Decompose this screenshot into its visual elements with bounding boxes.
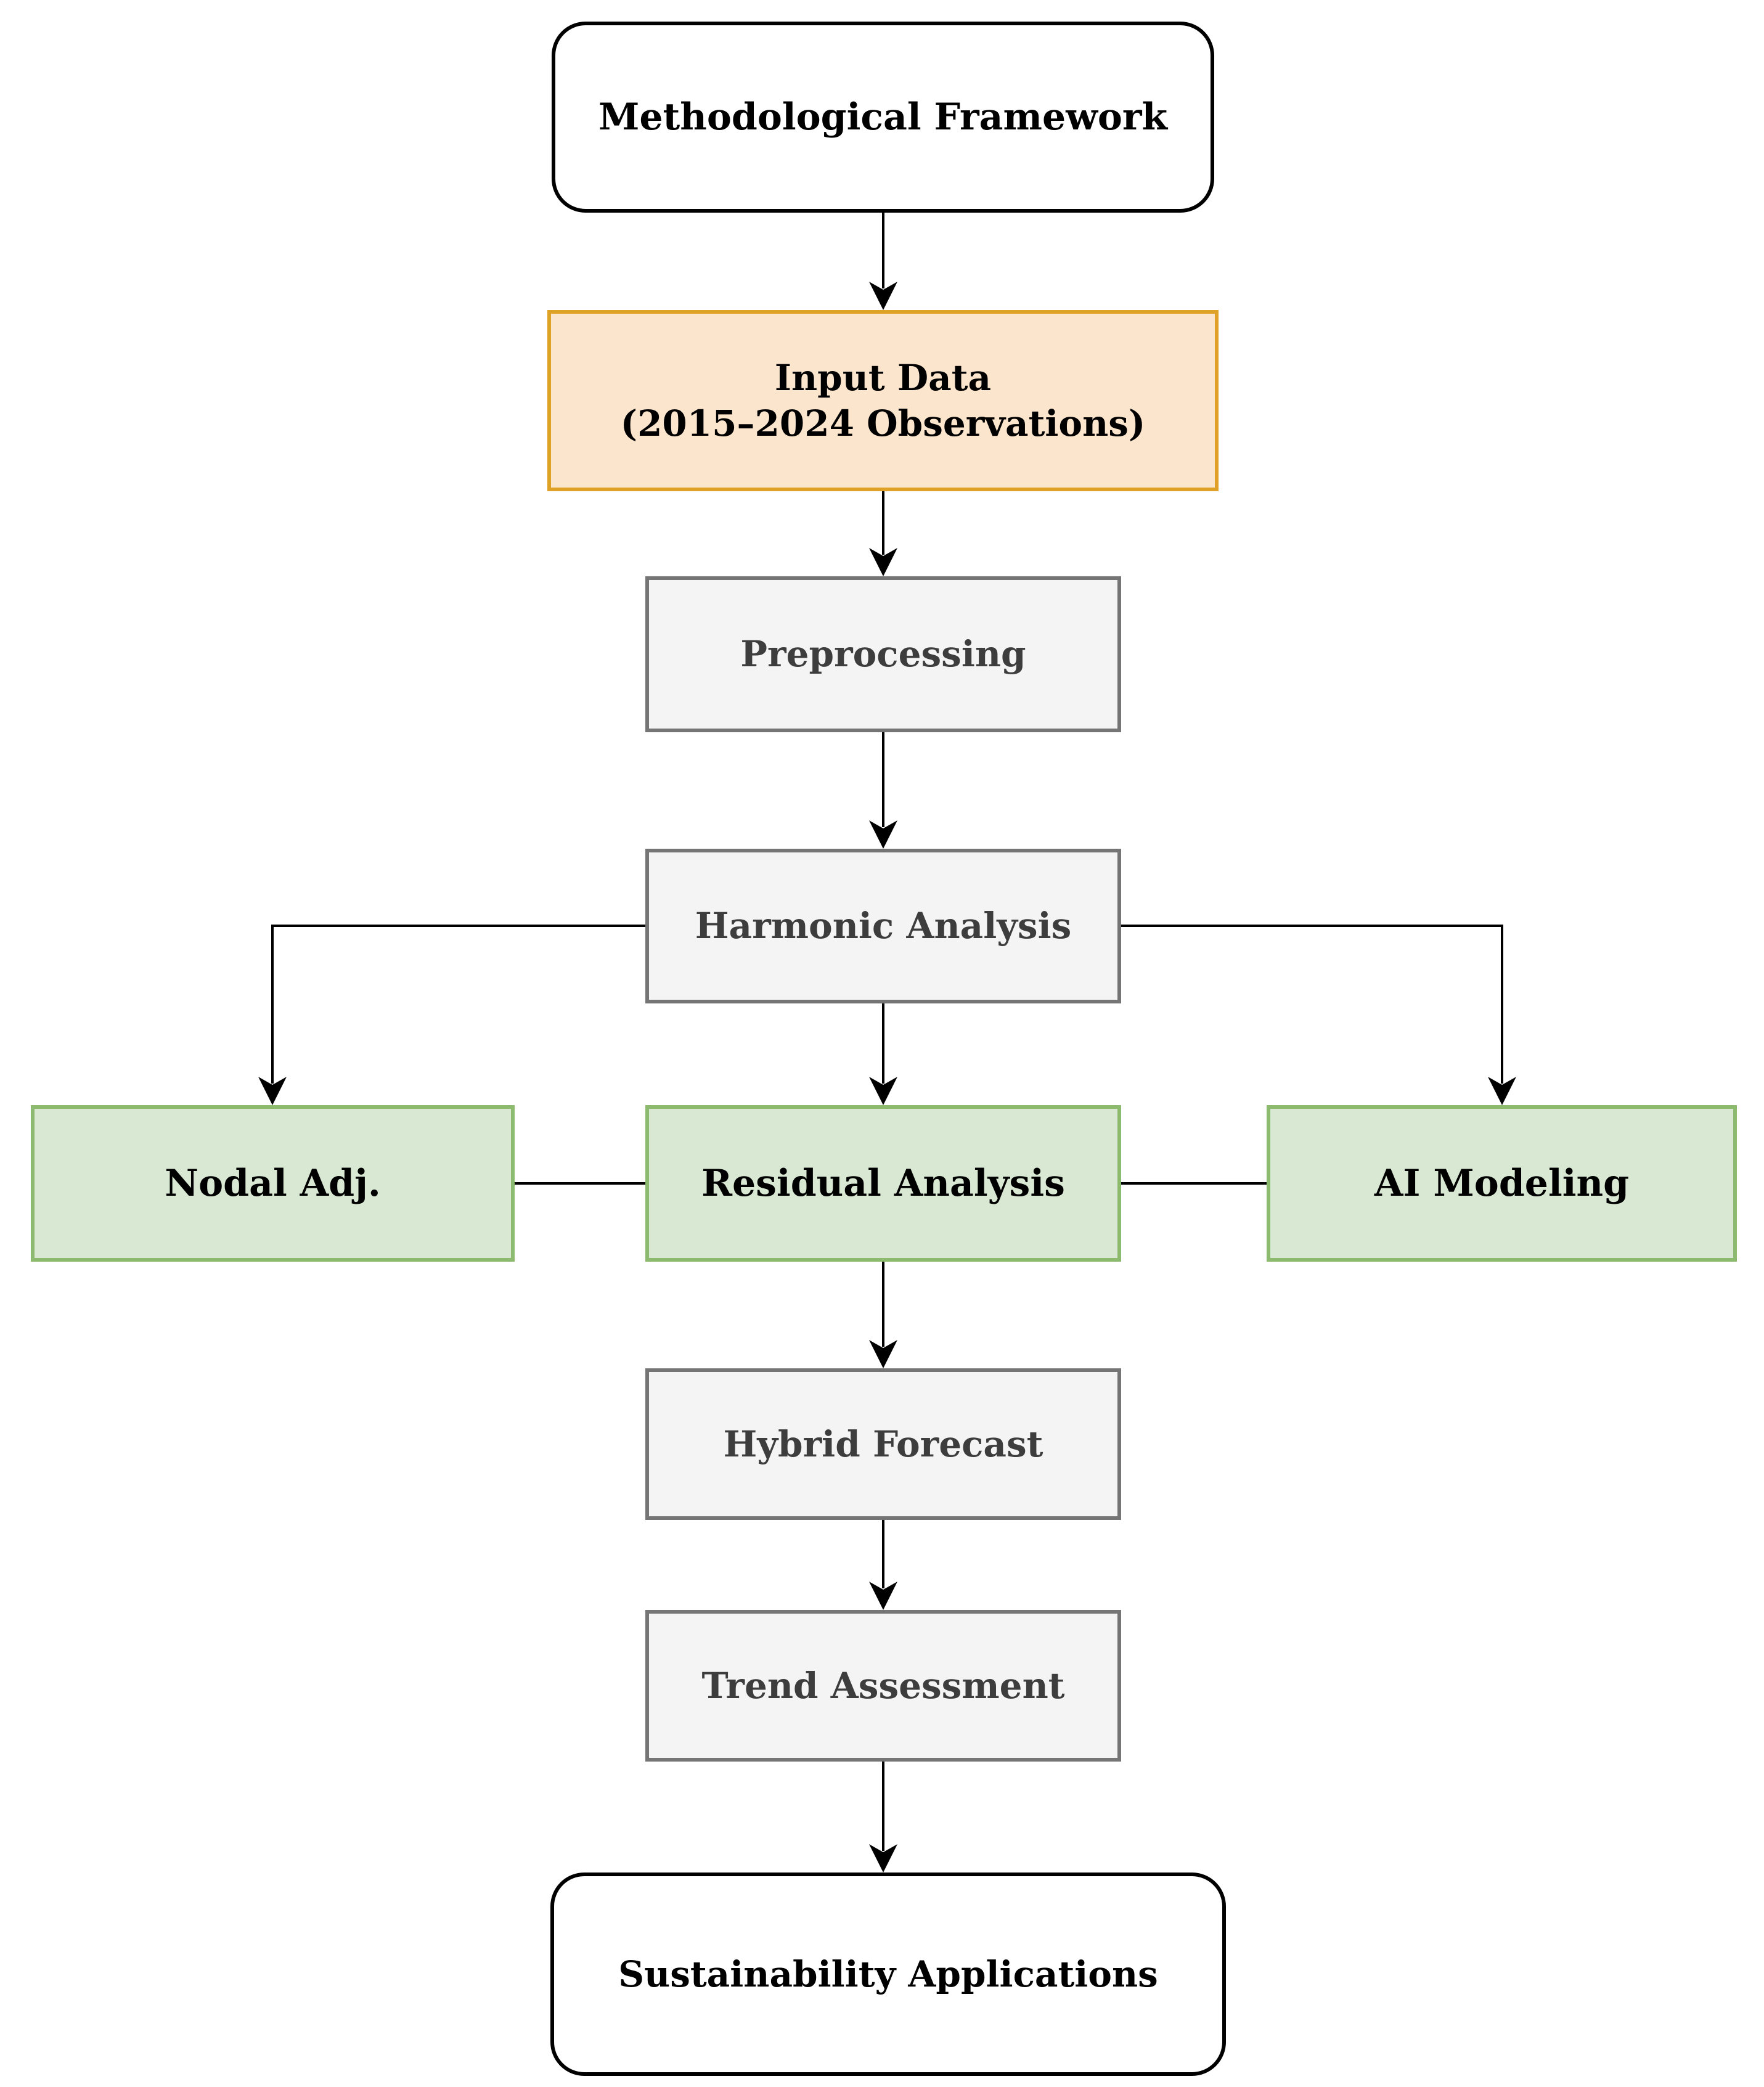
node-label: Harmonic Analysis <box>695 905 1072 947</box>
arrow-hybrid-to-trend-head <box>869 1582 897 1610</box>
node-label: Nodal Adj. <box>165 1161 381 1205</box>
node-label-line1: Input Data <box>774 356 992 399</box>
arrow-harmonic-to-residual-head <box>869 1077 897 1105</box>
node-input-data: Input Data (2015–2024 Observations) <box>547 310 1219 491</box>
node-sustainability-applications: Sustainability Applications <box>550 1873 1226 2076</box>
node-label: AI Modeling <box>1374 1161 1630 1205</box>
arrow-trend-to-sustainability-head <box>869 1844 897 1873</box>
node-label: Trend Assessment <box>701 1664 1065 1707</box>
node-label: Hybrid Forecast <box>723 1423 1043 1465</box>
arrow-preprocessing-to-harmonic-head <box>869 820 897 849</box>
node-preprocessing: Preprocessing <box>645 576 1121 732</box>
node-methodological-framework: Methodological Framework <box>552 22 1214 213</box>
arrow-harmonic-to-ai-line <box>1121 925 1503 1084</box>
arrow-residual-to-hybrid-head <box>869 1340 897 1368</box>
node-trend-assessment: Trend Assessment <box>645 1610 1121 1762</box>
node-label-line2: (2015–2024 Observations) <box>620 402 1146 444</box>
node-nodal-adjustment: Nodal Adj. <box>31 1105 515 1262</box>
node-label: Preprocessing <box>740 633 1026 676</box>
arrow-input-to-preprocessing-head <box>869 548 897 576</box>
arrow-harmonic-to-nodal-head <box>258 1077 287 1105</box>
node-label: Sustainability Applications <box>618 1953 1158 1995</box>
node-label: Methodological Framework <box>598 95 1168 139</box>
node-label: Residual Analysis <box>701 1161 1065 1205</box>
arrow-harmonic-to-nodal-line <box>271 925 645 1084</box>
node-ai-modeling: AI Modeling <box>1267 1105 1737 1262</box>
node-hybrid-forecast: Hybrid Forecast <box>645 1368 1121 1520</box>
node-residual-analysis: Residual Analysis <box>645 1105 1121 1262</box>
node-harmonic-analysis: Harmonic Analysis <box>645 849 1121 1003</box>
arrow-harmonic-to-ai-head <box>1488 1077 1516 1105</box>
arrow-framework-to-input-head <box>869 282 897 310</box>
